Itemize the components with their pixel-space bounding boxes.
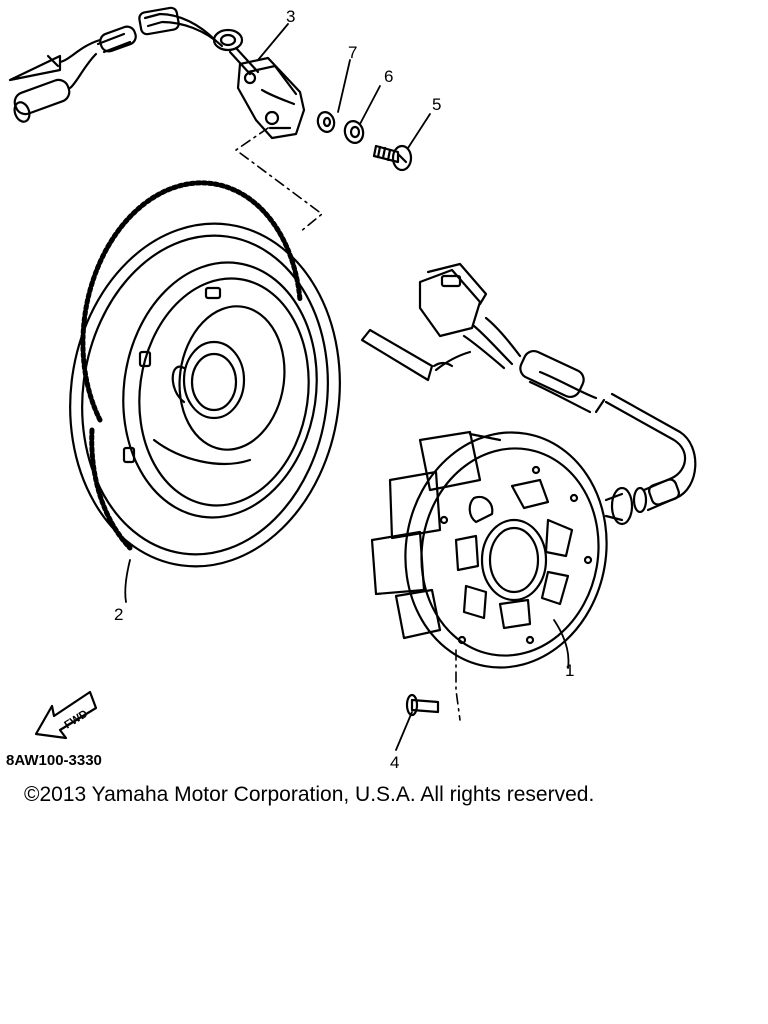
callout-3: 3: [286, 7, 295, 26]
callout-leaders: [124, 23, 570, 751]
callout-4: 4: [390, 753, 399, 772]
callout-6: 6: [384, 67, 393, 86]
callout-2: 2: [114, 605, 123, 624]
screw: [372, 144, 413, 172]
fwd-arrow-label: FWD: [62, 708, 90, 731]
callout-1: 1: [565, 661, 574, 680]
callout-7: 7: [348, 43, 357, 62]
lock-washer: [343, 120, 365, 144]
stator-screw: [405, 693, 440, 717]
stator-assembly: [360, 262, 697, 669]
reference-code: 8AW100-3330: [6, 752, 102, 769]
flywheel-rotor: [69, 180, 341, 568]
pickup-coil-assembly: [8, 6, 306, 140]
washer: [316, 111, 336, 133]
callout-5: 5: [432, 95, 441, 114]
copyright-notice: ©2013 Yamaha Motor Corporation, U.S.A. A…: [24, 783, 595, 806]
forward-direction-arrow: [34, 690, 98, 740]
